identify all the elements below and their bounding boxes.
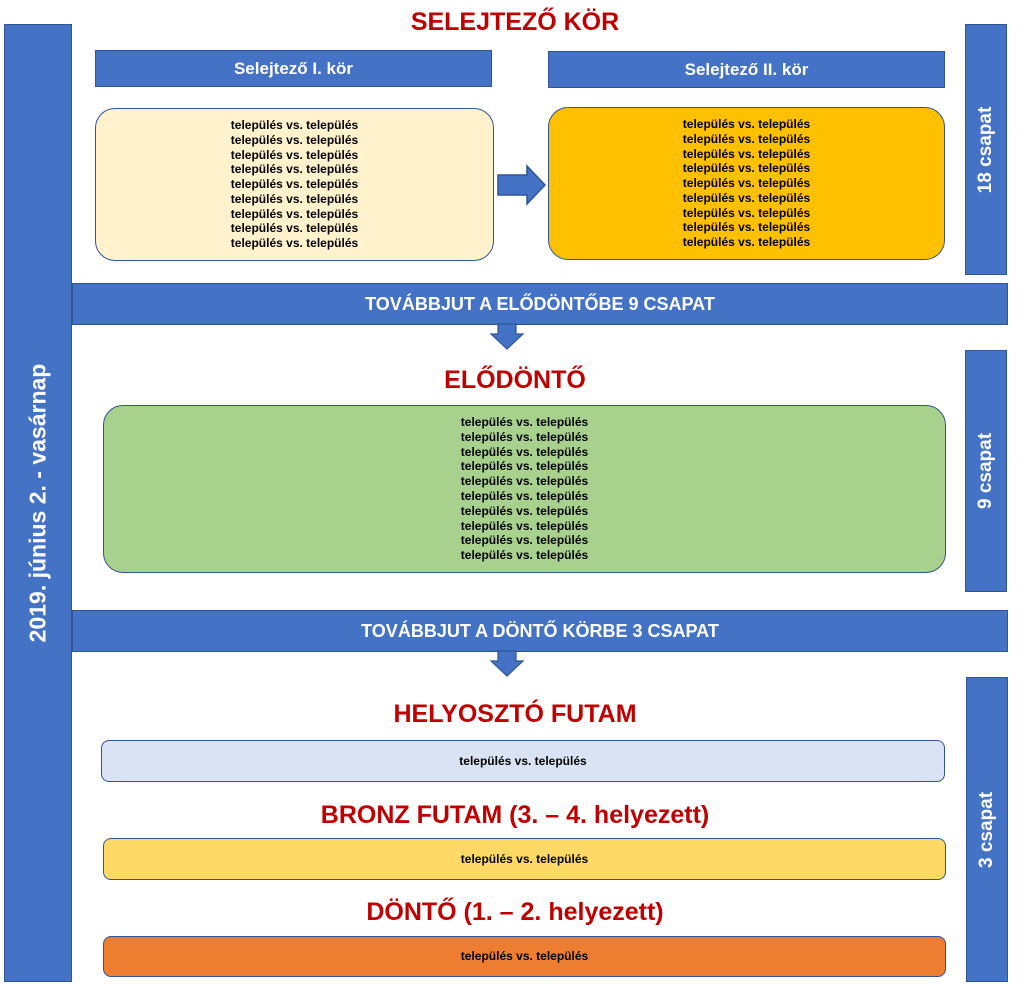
match-item: település vs. település xyxy=(460,459,589,474)
round2-label: Selejtező II. kör xyxy=(684,59,809,79)
match-item: település vs. település xyxy=(682,220,811,235)
match-item: település vs. település xyxy=(460,533,589,548)
down-arrow-icon xyxy=(489,650,525,677)
date-sidebar: 2019. június 2. - vasárnap xyxy=(4,24,72,982)
match-item: település vs. település xyxy=(230,221,359,236)
match-item: település vs. település xyxy=(230,177,359,192)
match-item: település vs. település xyxy=(230,147,359,162)
date-label: 2019. június 2. - vasárnap xyxy=(24,363,51,643)
semifinal-team-count: 9 csapat xyxy=(975,432,996,510)
match-item: település vs. település xyxy=(460,518,589,533)
qualifying-team-count: 18 csapat xyxy=(975,106,996,193)
match-item: település vs. település xyxy=(460,429,589,444)
match-item: település vs. település xyxy=(460,851,589,866)
round2-header: Selejtező II. kör xyxy=(548,51,945,88)
match-item: település vs. település xyxy=(460,949,589,964)
match-item: település vs. település xyxy=(682,235,811,250)
qualifying-title: SELEJTEZŐ KÖR xyxy=(410,8,620,36)
match-item: település vs. település xyxy=(682,205,811,220)
final-team-count: 3 csapat xyxy=(976,791,997,868)
final-title: DÖNTŐ (1. – 2. helyezett) xyxy=(366,898,664,926)
match-item: település vs. település xyxy=(682,116,811,131)
match-item: település vs. település xyxy=(460,503,589,518)
placement-title: HELYOSZTÓ FUTAM xyxy=(393,700,637,728)
match-item: település vs. település xyxy=(682,161,811,176)
advance-to-semifinal-band: TOVÁBBJUT A ELŐDÖNTŐBE 9 CSAPAT xyxy=(72,283,1008,325)
match-item: település vs. település xyxy=(682,146,811,161)
final-team-count-bar: 3 csapat xyxy=(966,677,1008,982)
bronze-title: BRONZ FUTAM (3. – 4. helyezett) xyxy=(320,801,710,829)
round1-header: Selejtező I. kör xyxy=(95,50,492,87)
final-match-box: település vs. település xyxy=(103,936,946,977)
semifinal-match-box: település vs. település település vs. te… xyxy=(103,405,946,573)
match-item: település vs. település xyxy=(460,474,589,489)
match-item: település vs. település xyxy=(460,489,589,503)
match-item: település vs. település xyxy=(460,415,589,430)
advance-to-semifinal-text: TOVÁBBJUT A ELŐDÖNTŐBE 9 CSAPAT xyxy=(365,293,715,314)
match-item: település vs. település xyxy=(460,548,589,563)
semifinal-team-count-bar: 9 csapat xyxy=(965,350,1007,592)
match-item: település vs. település xyxy=(460,444,589,459)
match-item: település vs. település xyxy=(682,176,811,191)
right-arrow-icon xyxy=(497,164,547,206)
placement-match-box: település vs. település xyxy=(101,740,945,782)
match-item: település vs. település xyxy=(682,190,811,205)
match-item: település vs. település xyxy=(230,191,359,206)
match-item: település vs. település xyxy=(682,131,811,146)
match-item: település vs. település xyxy=(459,753,587,768)
qualifying-team-count-bar: 18 csapat xyxy=(965,24,1007,275)
round1-match-box: település vs. település település vs. te… xyxy=(95,108,494,261)
down-arrow-icon xyxy=(489,323,525,350)
round2-match-box: település vs. település település vs. te… xyxy=(548,107,945,260)
match-item: település vs. település xyxy=(230,236,359,251)
semifinal-title: ELŐDÖNTŐ xyxy=(444,366,586,394)
match-item: település vs. település xyxy=(230,162,359,177)
match-item: település vs. település xyxy=(230,206,359,221)
match-item: település vs. település xyxy=(230,132,359,147)
round1-label: Selejtező I. kör xyxy=(233,58,354,78)
advance-to-final-text: TOVÁBBJUT A DÖNTŐ KÖRBE 3 CSAPAT xyxy=(361,620,719,641)
match-item: település vs. település xyxy=(230,117,359,132)
advance-to-final-band: TOVÁBBJUT A DÖNTŐ KÖRBE 3 CSAPAT xyxy=(72,610,1008,652)
bronze-match-box: település vs. település xyxy=(103,838,946,880)
